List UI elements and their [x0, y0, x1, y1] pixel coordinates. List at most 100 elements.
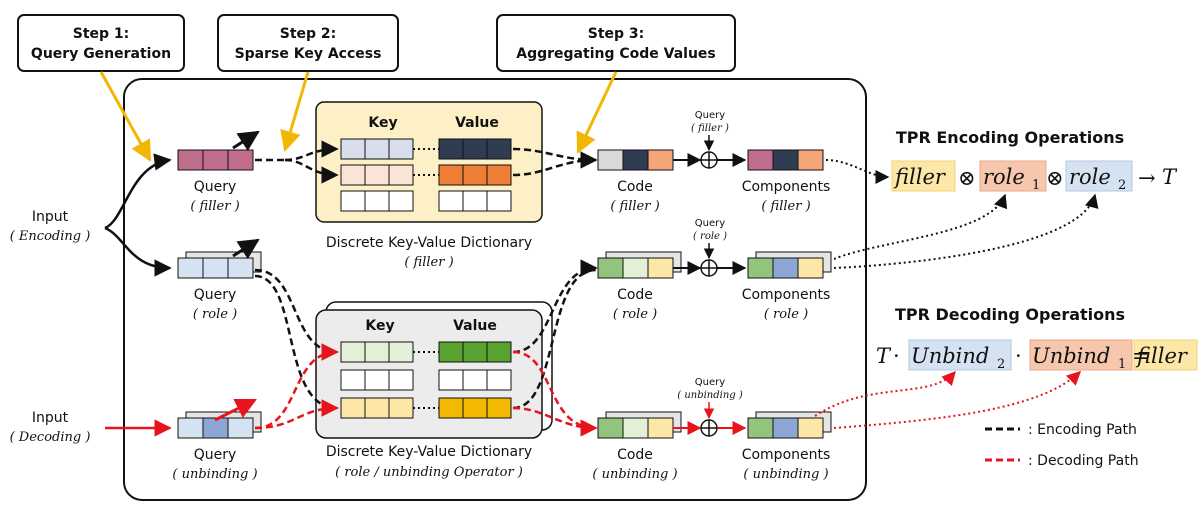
- step-2-title: Step 2:: [280, 26, 337, 42]
- encoding-branch-filler: [104, 153, 172, 230]
- code-filler-sub: ( filler ): [610, 199, 659, 214]
- query-filler-sub: ( filler ): [190, 199, 239, 214]
- eq-arrow: →: [1138, 166, 1156, 190]
- input-decoding-sub: ( Decoding ): [10, 430, 91, 445]
- small-query-role-label: Query: [695, 218, 725, 229]
- code-unbinding-label: Code: [617, 447, 653, 463]
- query-filler-block: [177, 130, 260, 171]
- step-2-box: Step 2: Sparse Key Access: [217, 14, 399, 72]
- eq-role2-subscript: 2: [1118, 178, 1126, 193]
- dict-role-key-header: Key: [365, 318, 394, 334]
- dict-filler-key-header: Key: [368, 115, 397, 131]
- tpr-decoding-title: TPR Decoding Operations: [895, 305, 1125, 324]
- small-query-unbinding-sub: ( unbinding ): [677, 390, 743, 401]
- components-filler-sub: ( filler ): [761, 199, 810, 214]
- eq-dec-cdot-1: ·: [893, 344, 900, 368]
- query-role-block: [177, 238, 262, 279]
- components-filler-label: Components: [742, 179, 831, 195]
- small-query-unbinding-label: Query: [695, 377, 725, 388]
- main-frame: [123, 78, 867, 501]
- eq-dec-cdot-2: ·: [1015, 344, 1022, 368]
- small-query-filler-label: Query: [695, 110, 725, 121]
- step-1-title: Step 1:: [73, 26, 130, 42]
- eq-filler-highlight: [891, 160, 956, 192]
- small-query-filler-sub: ( filler ): [691, 123, 729, 134]
- legend: : Encoding Path : Decoding Path: [985, 422, 1139, 469]
- query-role-sub: ( role ): [193, 307, 237, 322]
- dict-filler-sub: ( filler ): [404, 255, 453, 270]
- eq-unbind1-subscript: 1: [1118, 357, 1126, 372]
- oplus-filler-icon: [673, 135, 747, 169]
- code-role-label: Code: [617, 287, 653, 303]
- query-unbinding-sub: ( unbinding ): [172, 467, 257, 482]
- code-unbinding-sub: ( unbinding ): [592, 467, 677, 482]
- eq-unbind2-highlight: [908, 339, 1012, 371]
- input-encoding-label: Input: [32, 209, 69, 225]
- dict-filler-rows: [340, 138, 512, 212]
- eq-unbind2-text: Unbind: [911, 344, 989, 368]
- query-filler-label: Query: [194, 179, 237, 195]
- legend-encoding-label: : Encoding Path: [1028, 422, 1137, 438]
- step-3-title: Step 3:: [588, 26, 645, 42]
- eq-unbind1-highlight: [1029, 339, 1133, 371]
- code-filler-block: [597, 149, 674, 171]
- code-role-sub: ( role ): [613, 307, 657, 322]
- legend-decoding-label: : Decoding Path: [1028, 453, 1139, 469]
- step-1-box: Step 1: Query Generation: [17, 14, 185, 72]
- query-role-label: Query: [194, 287, 237, 303]
- eq-role2-highlight: [1065, 160, 1133, 192]
- eq-otimes-2: ⊗: [1046, 166, 1064, 190]
- step-1-arrow: [99, 71, 152, 162]
- dict-role-value-header: Value: [453, 318, 497, 334]
- step-3-subtitle: Aggregating Code Values: [516, 46, 716, 62]
- code-unbinding-block: [597, 411, 682, 439]
- eq-dec-equals: =: [1132, 344, 1150, 368]
- dict-role-caption: Discrete Key-Value Dictionary: [326, 444, 532, 460]
- step-2-arrow: [280, 71, 310, 153]
- step-2-subtitle: Sparse Key Access: [235, 46, 382, 62]
- components-role-block: [747, 251, 832, 279]
- query-unbinding-label: Query: [194, 447, 237, 463]
- component-equation-links: [825, 159, 1099, 269]
- eq-dec-T: T: [876, 344, 892, 368]
- oplus-role-icon: [673, 243, 747, 277]
- eq-T-result: T: [1162, 165, 1178, 189]
- dict-role-rows: [340, 341, 512, 419]
- components-filler-block: [747, 149, 824, 171]
- dict-role-sub: ( role / unbinding Operator ): [335, 465, 523, 480]
- code-filler-label: Code: [617, 179, 653, 195]
- role-encoding-paths: [254, 259, 598, 417]
- eq-unbind2-subscript: 2: [997, 357, 1005, 372]
- code-role-block: [597, 251, 682, 279]
- components-role-label: Components: [742, 287, 831, 303]
- input-decoding-label: Input: [32, 410, 69, 426]
- step-1-subtitle: Query Generation: [31, 46, 171, 62]
- small-query-role-sub: ( role ): [693, 231, 727, 242]
- encoding-branch-role: [104, 226, 172, 277]
- query-unbinding-block: [177, 398, 262, 439]
- components-unbinding-label: Components: [742, 447, 831, 463]
- eq-role1-subscript: 1: [1032, 178, 1040, 193]
- step-3-arrow: [576, 71, 618, 154]
- filler-encoding-paths: [255, 140, 598, 184]
- eq-filler-text: filler: [893, 165, 947, 189]
- eq-filler-result-highlight: [1133, 339, 1198, 371]
- components-role-sub: ( role ): [764, 307, 808, 322]
- oplus-unbinding-icon: [673, 402, 747, 437]
- dict-filler-value-header: Value: [455, 115, 499, 131]
- step-3-box: Step 3: Aggregating Code Values: [496, 14, 736, 72]
- unbinding-decoding-paths: [254, 343, 598, 437]
- components-unbinding-block: [747, 411, 832, 439]
- input-encoding-sub: ( Encoding ): [10, 229, 91, 244]
- eq-role2-text: role: [1069, 165, 1111, 189]
- dict-filler-caption: Discrete Key-Value Dictionary: [326, 235, 532, 251]
- eq-role1-text: role: [983, 165, 1025, 189]
- eq-otimes-1: ⊗: [958, 166, 976, 190]
- tpr-encoding-title: TPR Encoding Operations: [896, 128, 1124, 147]
- eq-role1-highlight: [979, 160, 1047, 192]
- components-unbinding-sub: ( unbinding ): [743, 467, 828, 482]
- eq-dec-filler: filler: [1135, 344, 1189, 368]
- decoding-equation-links: [814, 370, 1082, 429]
- eq-unbind1-text: Unbind: [1032, 344, 1110, 368]
